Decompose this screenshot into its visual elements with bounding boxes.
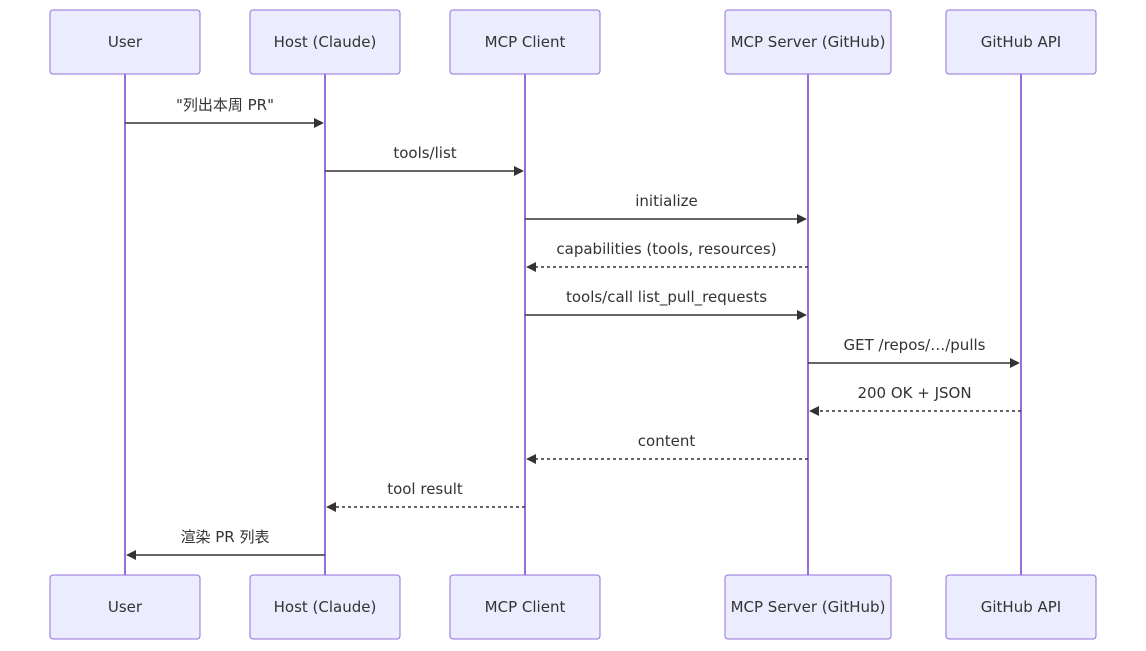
actor-label: MCP Client <box>485 33 566 51</box>
message-7: 200 OK + JSON <box>809 384 1021 416</box>
arrowhead-icon <box>797 310 807 320</box>
arrowhead-icon <box>526 454 536 464</box>
actor-box <box>249 9 401 75</box>
actor-box <box>724 574 892 640</box>
actors-bottom: User Host (Claude) MCP Client MCP Server (G… <box>49 574 1097 640</box>
message-label: "列出本周 PR" <box>176 96 274 114</box>
message-label: content <box>638 432 696 450</box>
message-label: 200 OK + JSON <box>857 384 971 402</box>
actor-box <box>945 574 1097 640</box>
message-label: tools/call list_pull_requests <box>566 288 767 307</box>
message-3: initialize <box>525 192 807 224</box>
actor-client-bottom: MCP Client <box>449 574 601 640</box>
arrowhead-icon <box>514 166 524 176</box>
actor-api-bottom: GitHub API <box>945 574 1097 640</box>
message-4: capabilities (tools, resources) <box>526 240 808 272</box>
actor-server-bottom: MCP Server (GitHub) <box>724 574 892 640</box>
arrowhead-icon <box>314 118 324 128</box>
message-9: tool result <box>326 480 525 512</box>
message-label: 渲染 PR 列表 <box>180 528 269 546</box>
actor-label: GitHub API <box>981 33 1061 51</box>
actor-server-top: MCP Server (GitHub) <box>724 9 892 75</box>
actor-box <box>449 9 601 75</box>
actor-label: MCP Server (GitHub) <box>731 33 886 51</box>
message-10: 渲染 PR 列表 <box>126 528 325 560</box>
actor-box <box>49 574 201 640</box>
actor-box <box>49 9 201 75</box>
actor-box <box>449 574 601 640</box>
actor-label: Host (Claude) <box>274 598 377 616</box>
actor-host-top: Host (Claude) <box>249 9 401 75</box>
message-1: "列出本周 PR" <box>125 96 324 128</box>
arrowhead-icon <box>326 502 336 512</box>
actor-box <box>249 574 401 640</box>
actor-box <box>945 9 1097 75</box>
message-label: initialize <box>635 192 698 210</box>
message-6: GET /repos/…/pulls <box>808 336 1020 368</box>
actor-label: GitHub API <box>981 598 1061 616</box>
message-2: tools/list <box>325 144 524 176</box>
arrowhead-icon <box>126 550 136 560</box>
actor-box <box>724 9 892 75</box>
message-label: capabilities (tools, resources) <box>556 240 776 258</box>
actor-api-top: GitHub API <box>945 9 1097 75</box>
messages: "列出本周 PR" tools/list initialize capabilitie… <box>125 96 1021 560</box>
actors-top: User Host (Claude) MCP Client MCP Server (G… <box>49 9 1097 75</box>
arrowhead-icon <box>1010 358 1020 368</box>
actor-label: MCP Client <box>485 598 566 616</box>
actor-user-top: User <box>49 9 201 75</box>
actor-client-top: MCP Client <box>449 9 601 75</box>
arrowhead-icon <box>809 406 819 416</box>
actor-user-bottom: User <box>49 574 201 640</box>
message-label: tools/list <box>393 144 456 162</box>
message-8: content <box>526 432 808 464</box>
actor-label: User <box>108 598 143 616</box>
message-label: GET /repos/…/pulls <box>844 336 986 354</box>
actor-label: Host (Claude) <box>274 33 377 51</box>
message-label: tool result <box>387 480 463 498</box>
lifelines <box>124 74 1022 575</box>
message-5: tools/call list_pull_requests <box>525 288 807 320</box>
actor-label: User <box>108 33 143 51</box>
actor-host-bottom: Host (Claude) <box>249 574 401 640</box>
arrowhead-icon <box>526 262 536 272</box>
arrowhead-icon <box>797 214 807 224</box>
actor-label: MCP Server (GitHub) <box>731 598 886 616</box>
